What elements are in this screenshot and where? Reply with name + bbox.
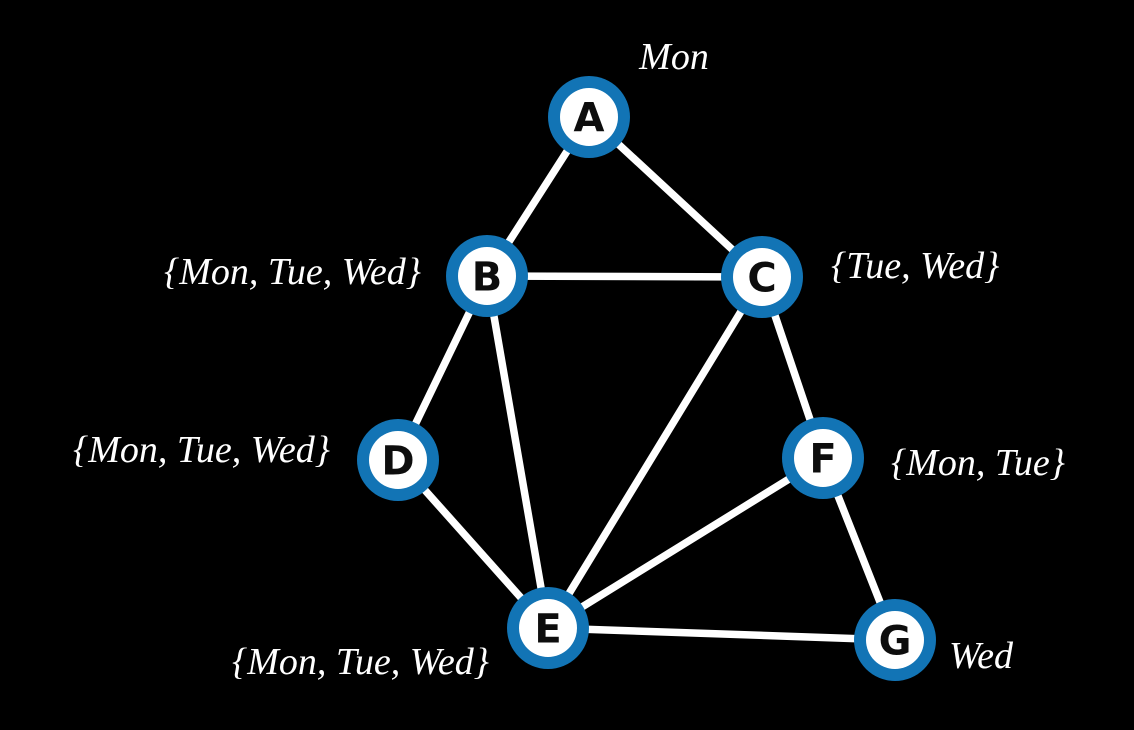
node-A-domain-label: Mon [638,36,709,78]
node-E-domain-label: {Mon, Tue, Wed} [232,641,489,683]
node-C-domain-label: {Tue, Wed} [831,245,999,287]
node-D-core [369,431,427,489]
node-G-core [866,611,924,669]
nodes-layer: A B C D F E G [357,76,936,681]
node-C-letter: C [747,255,776,301]
node-E-core [519,599,577,657]
node-D-domain-label: {Mon, Tue, Wed} [73,429,330,471]
node-D: D [357,419,439,501]
edge-E-F [544,454,827,632]
node-E-letter: E [534,606,561,652]
node-B-letter: B [472,254,503,300]
node-B-core [458,247,516,305]
node-A-core [560,88,618,146]
node-E: E [507,587,589,669]
edge-C-E [544,273,766,632]
node-F-letter: F [809,436,836,482]
node-F-core [794,429,852,487]
node-G: G [854,599,936,681]
node-F: F [782,417,864,499]
node-A-letter: A [574,95,605,141]
node-B: B [446,235,528,317]
node-B-domain-label: {Mon, Tue, Wed} [164,251,421,293]
edge-E-G [544,624,899,644]
node-A: A [548,76,630,158]
node-G-domain-label: Wed [949,635,1014,677]
node-G-letter: G [879,618,912,664]
edge-B-C [483,272,766,281]
edges-layer [394,113,899,644]
node-D-letter: D [381,438,414,484]
node-F-domain-label: {Mon, Tue} [891,442,1065,484]
node-C-core [733,248,791,306]
edge-B-E [483,272,552,632]
node-C: C [721,236,803,318]
labels-layer: Mon {Mon, Tue, Wed} {Tue, Wed} {Mon, Tue, W… [73,36,1065,683]
